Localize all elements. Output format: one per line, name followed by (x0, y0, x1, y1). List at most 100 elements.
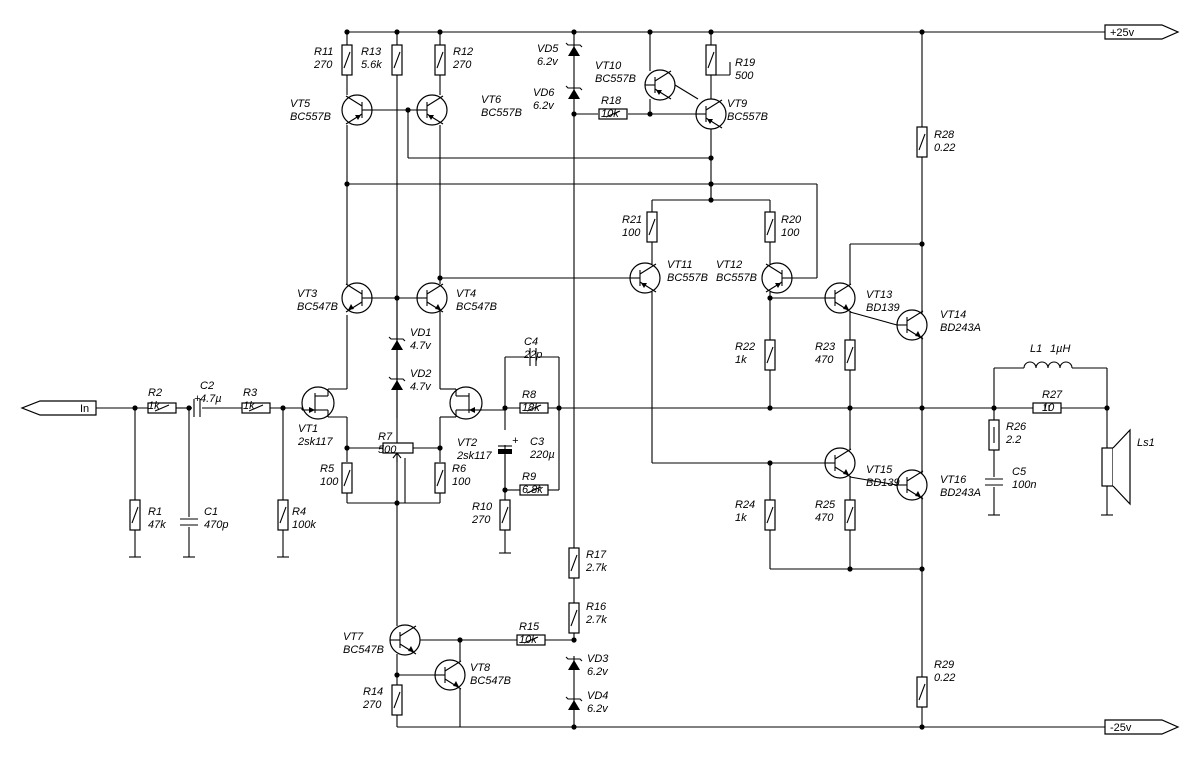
junction-dot (394, 500, 400, 506)
component-label: VT8 (470, 662, 491, 674)
component-value: 1k (735, 354, 747, 366)
resistor-r5 (341, 462, 353, 494)
supply-terminal-neg (1104, 719, 1180, 735)
component-label: VT3 (297, 288, 318, 300)
component-value: 1k (735, 512, 747, 524)
supply-terminal-pos (1104, 24, 1180, 40)
resistor-r12 (434, 44, 446, 76)
component-value: 100n (1012, 479, 1036, 491)
resistor-r19 (705, 44, 717, 76)
component-value: 6.2v (533, 100, 555, 112)
component-value: BD243A (940, 322, 981, 334)
labels: +25v-25vInR21kR147kC24.7µC1470pR31kR4100… (80, 27, 1155, 734)
resistor-r24 (764, 499, 776, 531)
resistor-r17 (568, 547, 580, 579)
component-label: R26 (1006, 421, 1027, 433)
junction-dot (847, 405, 853, 411)
component-value: BC547B (470, 675, 511, 687)
component-value: 100 (452, 476, 471, 488)
component-value: BC557B (667, 272, 708, 284)
junction-dot (186, 405, 192, 411)
junction-dot (767, 405, 773, 411)
component-label: R8 (522, 389, 537, 401)
component-value: 270 (452, 59, 472, 71)
junction-dot (708, 29, 714, 35)
component-value: 4.7µ (200, 393, 222, 405)
component-label: VT9 (727, 98, 747, 110)
resistor-r2 (147, 402, 177, 414)
resistor-r10 (499, 499, 511, 531)
component-label: R18 (601, 95, 622, 107)
resistor-r27 (1032, 402, 1062, 414)
junction-dot (437, 275, 443, 281)
component-label: C3 (530, 436, 545, 448)
component-value: BC547B (343, 644, 384, 656)
component-value: BD139 (866, 477, 900, 489)
component-label: R24 (735, 499, 755, 511)
component-value: 2.2 (1005, 434, 1021, 446)
junction-dot (437, 445, 443, 451)
transistor-vt6 (416, 94, 448, 126)
resistor-r8 (519, 402, 549, 414)
component-value: BD243A (940, 487, 981, 499)
junction-dot (571, 111, 577, 117)
component-label: R21 (622, 214, 642, 226)
component-label: VD6 (533, 87, 555, 99)
transistor-vt13 (824, 282, 856, 314)
zener-vd3 (565, 656, 583, 670)
transistor-vt2 (449, 386, 483, 420)
supply-neg-label: -25v (1110, 722, 1132, 734)
resistor-r3 (241, 402, 271, 414)
junction-dot (647, 29, 653, 35)
component-label: R1 (148, 506, 162, 518)
transistor-vt10 (644, 69, 676, 101)
transistor-vt8 (434, 659, 466, 691)
component-label: VT5 (290, 98, 311, 110)
junction-dot (847, 566, 853, 572)
component-value: 22p (523, 349, 542, 361)
component-value: 1µH (1050, 343, 1070, 355)
component-value: 470p (204, 519, 228, 531)
resistor-r9 (519, 484, 549, 496)
junction-dot (919, 405, 925, 411)
component-value: 270 (471, 514, 491, 526)
junction-dot (502, 487, 508, 493)
junction-dot (132, 405, 138, 411)
component-label: Ls1 (1137, 437, 1155, 449)
component-value: 100 (781, 227, 800, 239)
capacitor-c4 (529, 348, 537, 366)
junction-dot (394, 295, 400, 301)
junction-dot (344, 29, 350, 35)
component-label: R2 (148, 387, 162, 399)
junction-dot (708, 197, 714, 203)
resistor-r18 (598, 108, 628, 120)
junction-dot (556, 405, 562, 411)
junction-dot (394, 672, 400, 678)
junction-dot (991, 405, 997, 411)
junction-dot (767, 460, 773, 466)
transistor-vt5 (341, 94, 373, 126)
resistor-r16 (568, 602, 580, 634)
component-label: C1 (204, 506, 218, 518)
component-value: BC557B (727, 111, 768, 123)
component-value: 270 (313, 59, 333, 71)
component-value: 4.7v (410, 340, 432, 352)
resistor-r1 (129, 499, 141, 531)
component-value: 18k (522, 402, 540, 414)
transistor-vt14 (896, 309, 928, 341)
component-value: 2.7k (585, 614, 607, 626)
component-value: 1k (243, 400, 255, 412)
transistor-vt16 (896, 469, 928, 501)
junction-dot (344, 445, 350, 451)
component-label: VT2 (457, 437, 477, 449)
junction-dot (919, 241, 925, 247)
component-value: 5.6k (361, 59, 382, 71)
component-value: 0.22 (934, 672, 955, 684)
junction-dot (919, 724, 925, 730)
junction-dot (1104, 405, 1110, 411)
component-label: VD3 (587, 653, 609, 665)
component-label: VD5 (537, 43, 559, 55)
resistor-r15 (516, 634, 546, 646)
resistor-r20 (764, 211, 776, 243)
component-label: R11 (314, 46, 333, 58)
